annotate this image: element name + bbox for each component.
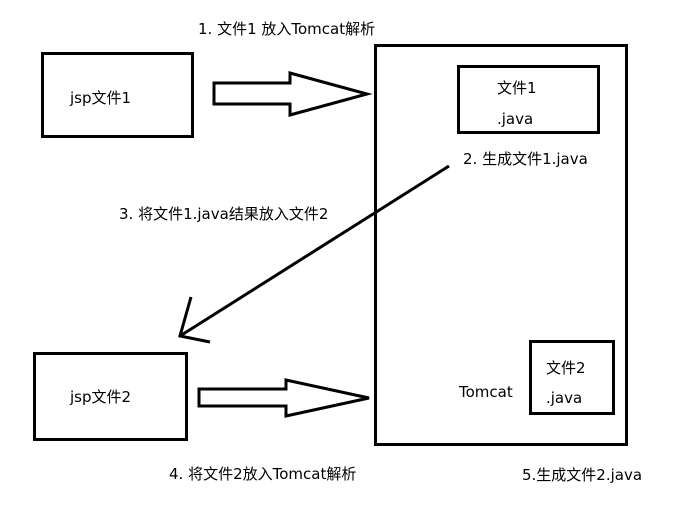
arrow-jsp1-to-tomcat — [212, 71, 373, 117]
step1-label: 1. 文件1 放入Tomcat解析 — [198, 20, 376, 38]
java-file1-box: 文件1 .java — [457, 65, 600, 134]
tomcat-label: Tomcat — [459, 383, 513, 401]
step5-label: 5.生成文件2.java — [522, 466, 643, 484]
java-file1-name: 文件1 — [497, 79, 537, 97]
java-file2-ext: .java — [546, 389, 583, 407]
step3-label: 3. 将文件1.java结果放入文件2 — [119, 205, 329, 223]
jsp-file2-label: jsp文件2 — [70, 388, 132, 406]
java-file2-box: 文件2 .java — [529, 340, 615, 415]
jsp-file2-box: jsp文件2 — [33, 352, 188, 441]
arrow-java1-to-jsp2-head — [178, 296, 211, 344]
step4-label: 4. 将文件2放入Tomcat解析 — [169, 465, 357, 483]
arrow-java1-to-jsp2 — [179, 164, 450, 338]
java-file1-ext: .java — [497, 110, 534, 128]
step2-label: 2. 生成文件1.java — [463, 150, 588, 168]
arrow-jsp2-to-tomcat — [197, 378, 370, 418]
tomcat-container — [374, 44, 628, 446]
java-file2-name: 文件2 — [546, 359, 586, 377]
jsp-file1-label: jsp文件1 — [70, 89, 132, 107]
jsp-file1-box: jsp文件1 — [41, 52, 194, 138]
